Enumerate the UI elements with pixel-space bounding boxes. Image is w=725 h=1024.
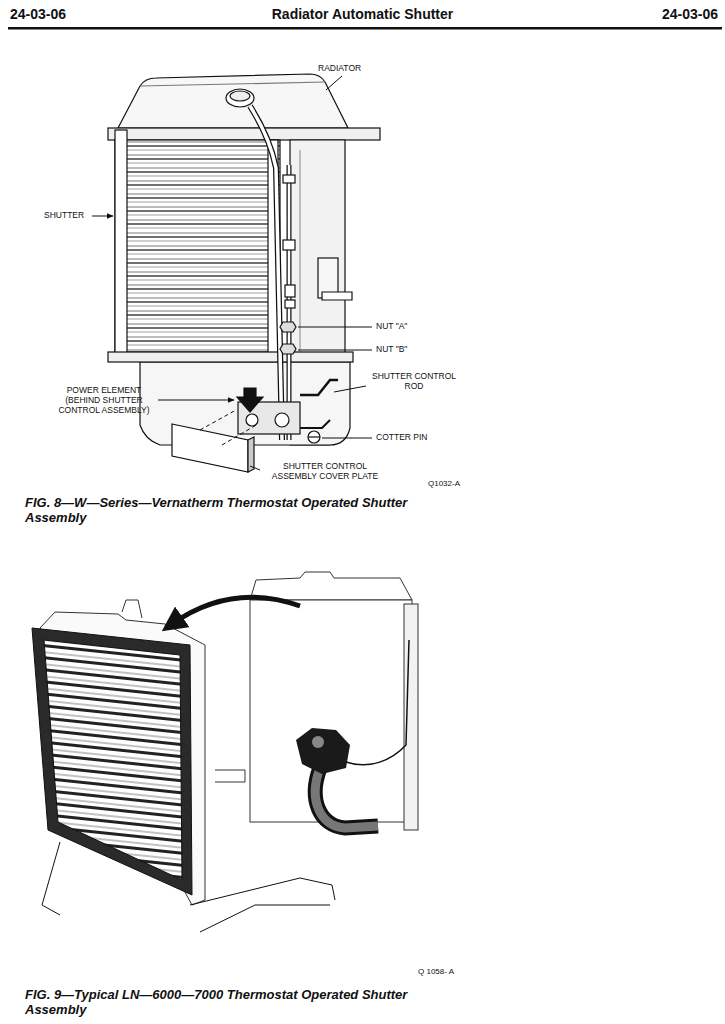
- fig8-radiator-part: [108, 352, 353, 362]
- part-label: SHUTTER CONTROL ASSEMBLY COVER PLATE: [262, 462, 388, 482]
- part-label-holder: NUT "A": [376, 322, 407, 332]
- thermostat-and-hose-part: [346, 640, 409, 765]
- fig8-radiator-part: [322, 292, 352, 300]
- fig9-radiator-part: [215, 770, 245, 782]
- figure-code: Q 1058- A: [418, 967, 454, 976]
- fig9-radiator-part: [190, 878, 335, 905]
- fig8-radiator-part: [280, 322, 296, 332]
- fig8-leader-lines-part: [298, 327, 372, 328]
- part-label-holder: SHUTTER: [44, 211, 84, 221]
- fig9-radiator-part: [250, 572, 412, 600]
- page-number-holder: 24-03-06: [10, 6, 66, 22]
- page-number: 24-03-06: [600, 6, 718, 22]
- page-number: 24-03-06: [10, 6, 66, 22]
- thermostat-and-hose-part: [312, 736, 324, 748]
- fig9-radiator-part: [42, 842, 60, 915]
- page-title: Radiator Automatic Shutter: [190, 6, 535, 22]
- fig8-radiator-part: [280, 344, 296, 354]
- fig8-radiator-part: [275, 413, 289, 427]
- fig8-radiator-part: [226, 89, 254, 107]
- fig9-radiator-part: [122, 600, 142, 618]
- part-label-holder: COTTER PIN: [376, 433, 427, 443]
- fig9-radiator-part: [44, 640, 182, 880]
- fig8-radiator-part: [283, 175, 295, 183]
- fig8-radiator-part: [222, 424, 258, 445]
- figure-code: Q1032-A: [428, 479, 460, 488]
- fig8-radiator-part: [308, 436, 320, 437]
- figure-code-holder: Q1032-A: [428, 479, 460, 488]
- page-number-holder: 24-03-06: [600, 6, 718, 22]
- fig9-radiator-part: [200, 905, 330, 932]
- part-label: NUT "B": [376, 345, 407, 355]
- fig8-radiator-part: [246, 414, 258, 426]
- fig8-radiator-part: [308, 431, 320, 443]
- fig8-leader-lines-part: [158, 400, 234, 401]
- fig8-radiator-part: [285, 285, 295, 297]
- header-rule: [8, 27, 722, 30]
- fig9-radiator-part: [250, 600, 412, 822]
- part-label-holder: SHUTTER CONTROL ASSEMBLY COVER PLATE: [262, 462, 388, 482]
- part-label-holder: RADIATOR: [318, 64, 361, 74]
- fig9-radiator: [32, 572, 418, 932]
- figure-code-holder: Q 1058- A: [418, 967, 454, 976]
- fig8-radiator-part: [172, 424, 248, 472]
- part-label: POWER ELEMENT (BEHIND SHUTTER CONTROL AS…: [50, 386, 158, 415]
- part-label: RADIATOR: [318, 64, 361, 74]
- part-label: NUT "A": [376, 322, 407, 332]
- figure-caption-holder: FIG. 8—W—Series—Vernatherm Thermostat Op…: [25, 496, 465, 526]
- fig8-radiator-part: [300, 380, 338, 395]
- part-label: SHUTTER: [44, 211, 84, 221]
- page-title-holder: Radiator Automatic Shutter: [190, 6, 535, 22]
- part-label-holder: POWER ELEMENT (BEHIND SHUTTER CONTROL AS…: [50, 386, 158, 415]
- fig8-radiator-part: [283, 240, 295, 250]
- fig8-leader-lines-part: [326, 76, 342, 90]
- figure-caption: FIG. 8—W—Series—Vernatherm Thermostat Op…: [25, 496, 465, 526]
- rotation-arrow: [172, 597, 300, 624]
- figure-caption: FIG. 9—Typical LN—6000—7000 Thermostat O…: [25, 988, 465, 1018]
- part-label-holder: SHUTTER CONTROL ROD: [364, 372, 464, 392]
- fig8-radiator-part: [108, 128, 380, 140]
- part-label: SHUTTER CONTROL ROD: [364, 372, 464, 392]
- thermostat-and-hose-part: [296, 728, 350, 774]
- fig8-leader-lines-part: [334, 386, 366, 392]
- fig8-leader-lines-part: [322, 438, 372, 439]
- part-label: COTTER PIN: [376, 433, 427, 443]
- fig8-leader-lines-part: [250, 466, 260, 470]
- fig8-radiator-part: [140, 82, 325, 86]
- fig8-radiator-part: [115, 130, 127, 356]
- fig8-leader-lines-part: [298, 350, 372, 351]
- fig8-radiator-part: [230, 91, 250, 101]
- fig8-radiator-part: [118, 74, 348, 128]
- fig8-radiator-part: [285, 300, 295, 308]
- fig8-radiator-part: [237, 388, 263, 412]
- thermostat-and-hose-part: [315, 768, 378, 828]
- thermostat-and-hose: [296, 640, 409, 828]
- fig8-radiator-part: [200, 410, 236, 430]
- fig8-radiator-part: [300, 420, 330, 428]
- fig8-leader-lines-part: [92, 216, 113, 217]
- thermostat-and-hose-part: [315, 768, 378, 828]
- part-label-holder: NUT "B": [376, 345, 407, 355]
- fig8-radiator-part: [115, 140, 280, 352]
- figure-caption-holder: FIG. 9—Typical LN—6000—7000 Thermostat O…: [25, 988, 465, 1018]
